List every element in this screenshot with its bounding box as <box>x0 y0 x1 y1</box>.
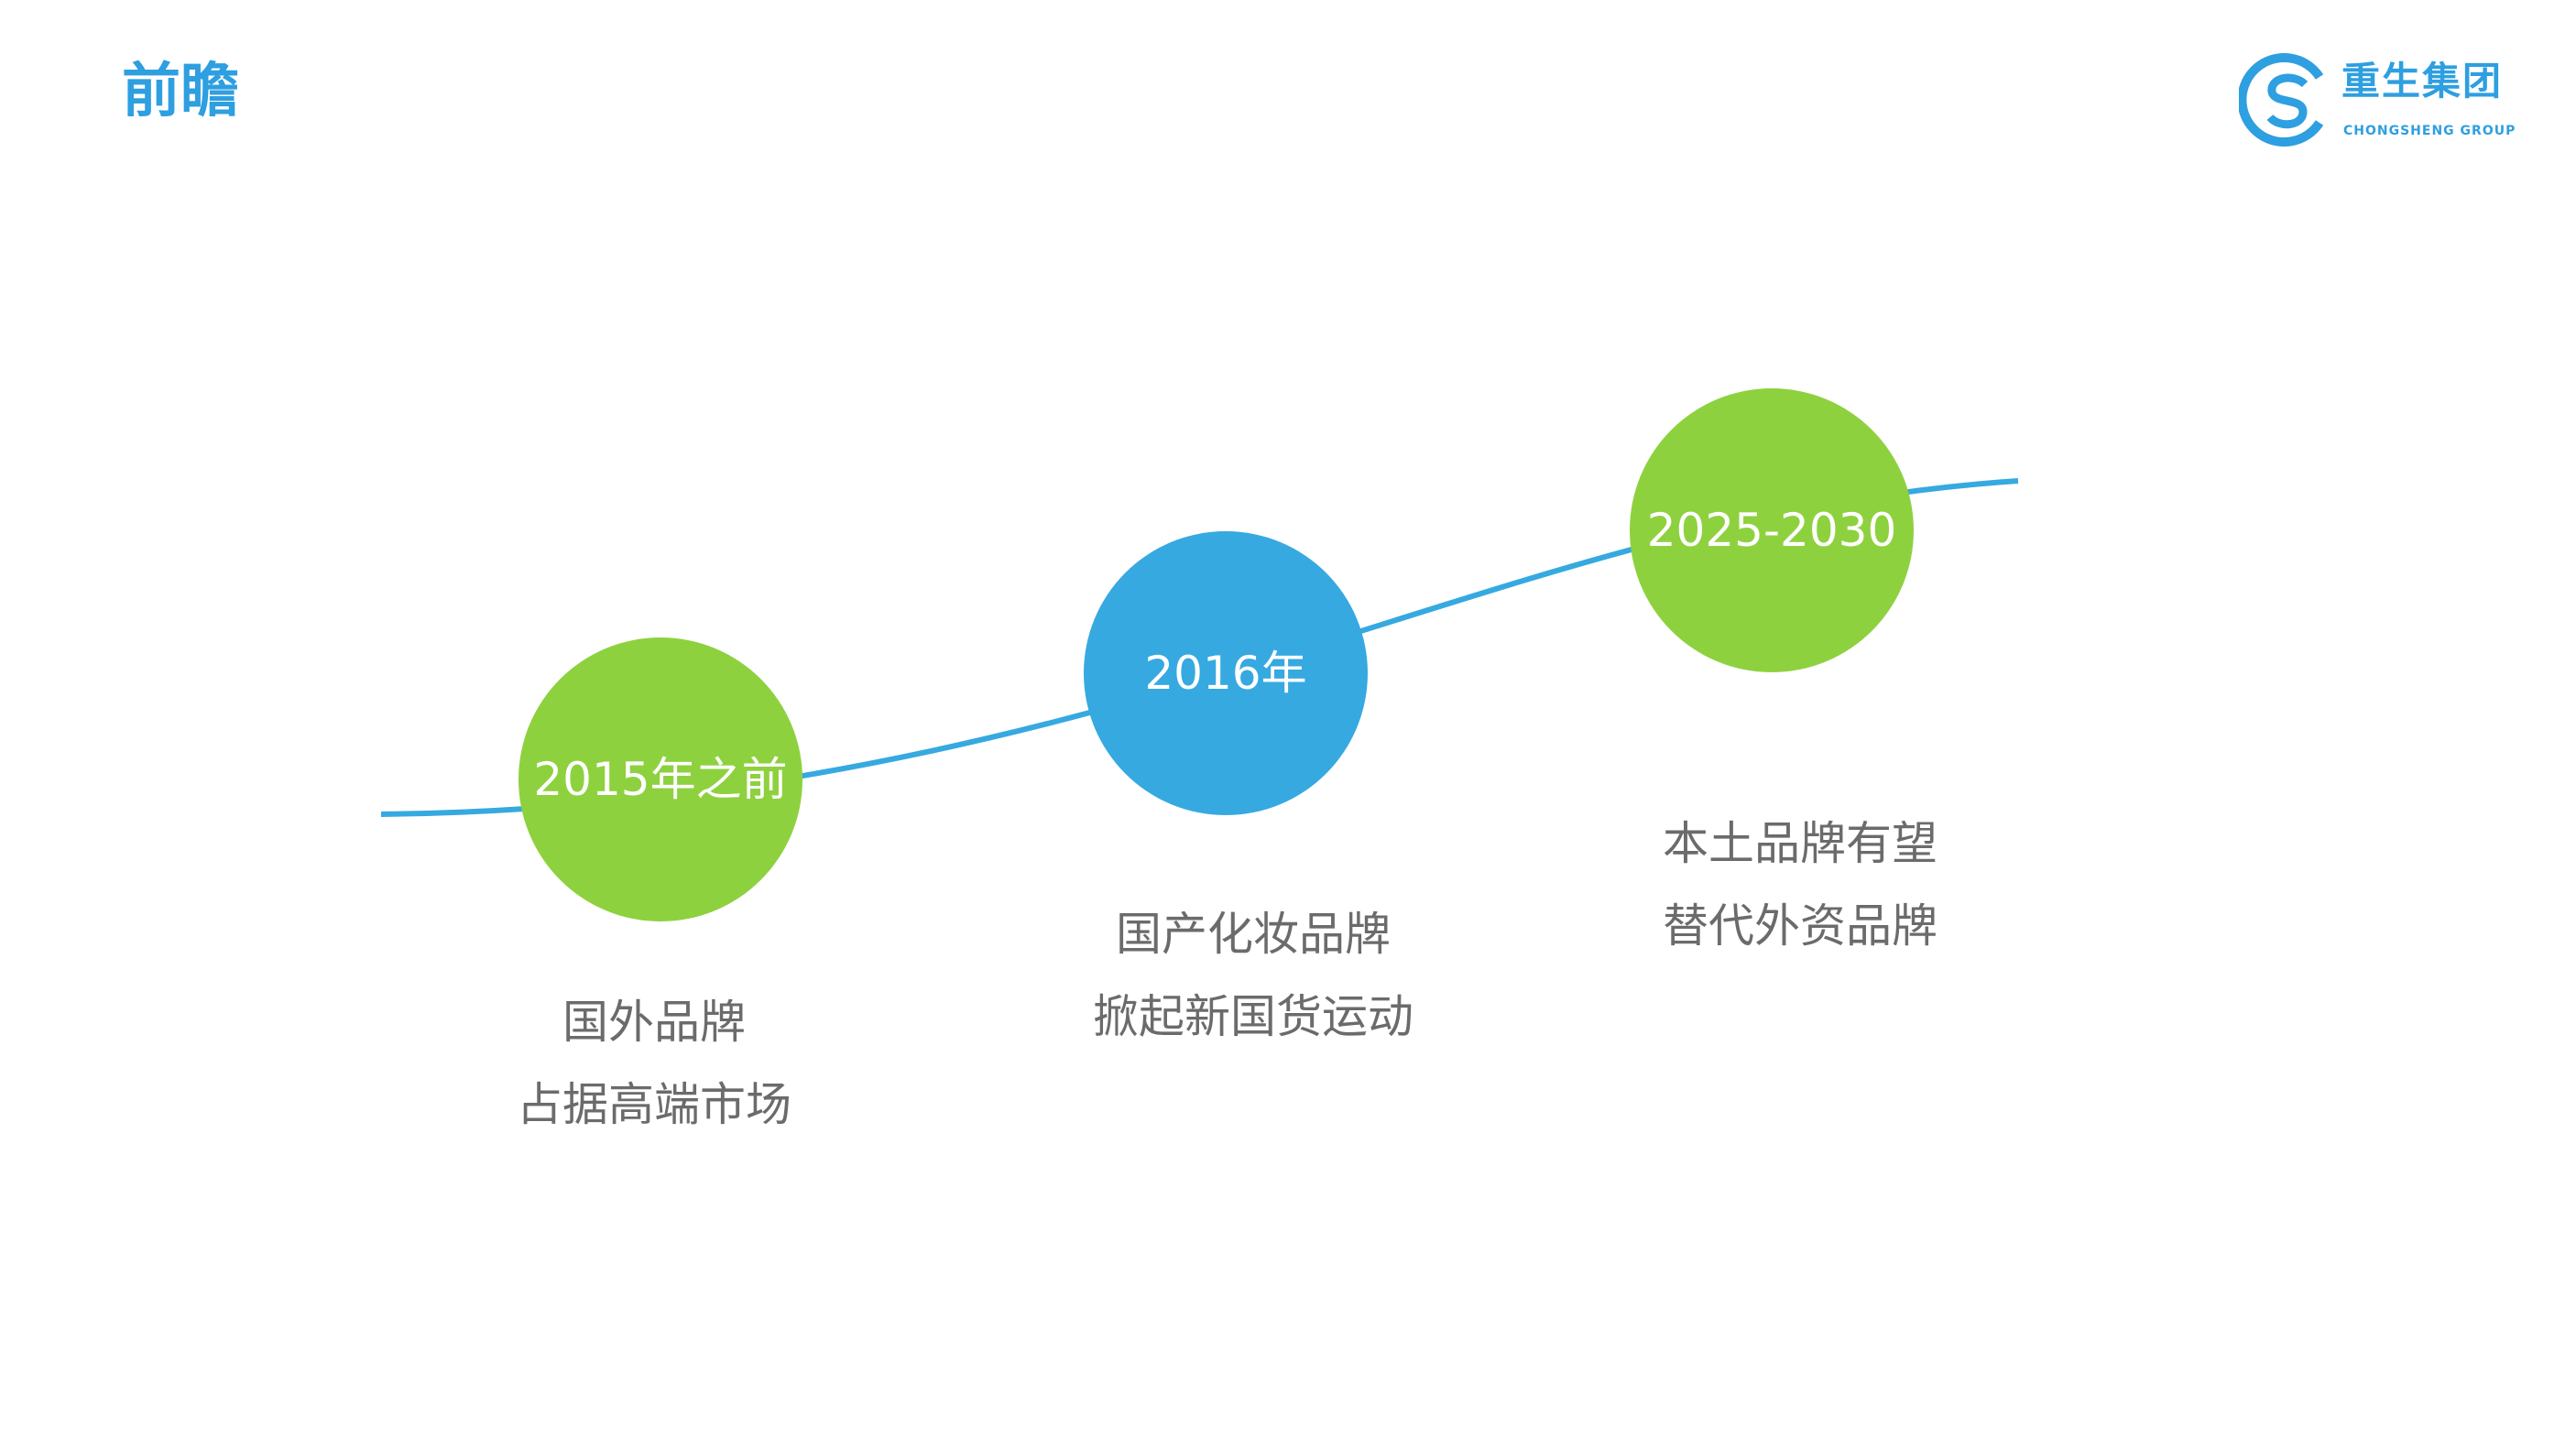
company-logo: 重生集团 CHONGSHENG GROUP <box>2239 46 2532 156</box>
desc-line: 占据高端市场 <box>517 1078 791 1131</box>
desc-line: 国产化妆品牌 <box>1116 908 1391 961</box>
timeline-node-2: 2016年 <box>1084 531 1368 815</box>
desc-line: 掀起新国货运动 <box>1093 990 1414 1043</box>
timeline-node-3: 2025-2030 <box>1630 388 1914 672</box>
timeline-desc-2: 国产化妆品牌 掀起新国货运动 <box>978 893 1528 1058</box>
desc-line: 替代外资品牌 <box>1663 899 1937 953</box>
timeline-desc-3: 本土品牌有望 替代外资品牌 <box>1525 802 2075 967</box>
desc-line: 国外品牌 <box>562 996 746 1049</box>
logo-cs-icon <box>2239 53 2324 147</box>
page-title: 前瞻 <box>122 58 239 125</box>
logo-name-en: CHONGSHENG GROUP <box>2343 124 2516 138</box>
timeline-node-1: 2015年之前 <box>518 637 802 921</box>
timeline-desc-1: 国外品牌 占据高端市场 <box>379 981 929 1146</box>
logo-name-cn: 重生集团 <box>2341 59 2504 104</box>
desc-line: 本土品牌有望 <box>1663 817 1937 870</box>
